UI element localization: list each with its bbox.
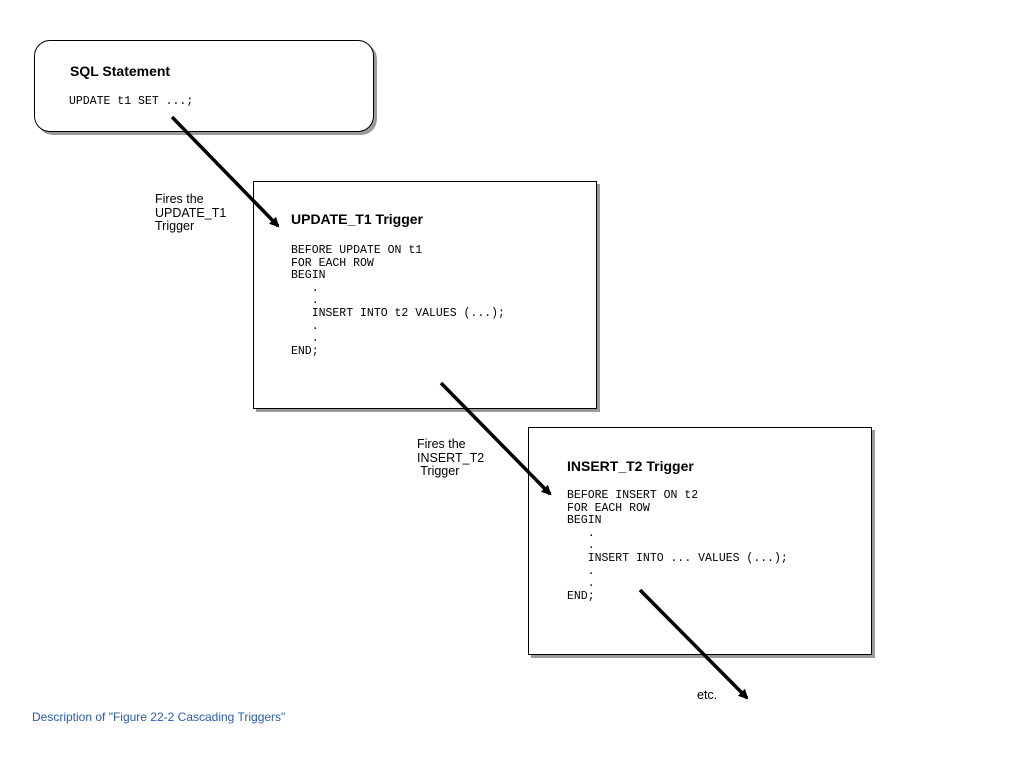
update-trigger-code: BEFORE UPDATE ON t1 FOR EACH ROW BEGIN .…	[291, 244, 505, 358]
sql-statement-title: SQL Statement	[70, 63, 171, 79]
sql-statement-box: SQL Statement UPDATE t1 SET ...;	[34, 40, 374, 132]
insert-trigger-title: INSERT_T2 Trigger	[567, 458, 694, 474]
update-trigger-title: UPDATE_T1 Trigger	[291, 211, 423, 227]
insert-trigger-code: BEFORE INSERT ON t2 FOR EACH ROW BEGIN .…	[567, 489, 788, 603]
fires-insert-label: Fires the INSERT_T2 Trigger	[417, 437, 485, 478]
arrow-to-insert-trigger	[439, 381, 552, 496]
insert-trigger-box: INSERT_T2 Trigger BEFORE INSERT ON t2 FO…	[528, 427, 872, 655]
arrow-to-update-trigger	[170, 115, 280, 228]
etc-label: etc.	[697, 688, 718, 702]
arrow-to-etc	[638, 588, 749, 700]
figure-description-link[interactable]: Description of "Figure 22-2 Cascading Tr…	[32, 710, 286, 724]
update-trigger-box: UPDATE_T1 Trigger BEFORE UPDATE ON t1 FO…	[253, 181, 597, 409]
sql-statement-code: UPDATE t1 SET ...;	[69, 95, 194, 108]
fires-update-label: Fires the UPDATE_T1 Trigger	[155, 192, 227, 233]
